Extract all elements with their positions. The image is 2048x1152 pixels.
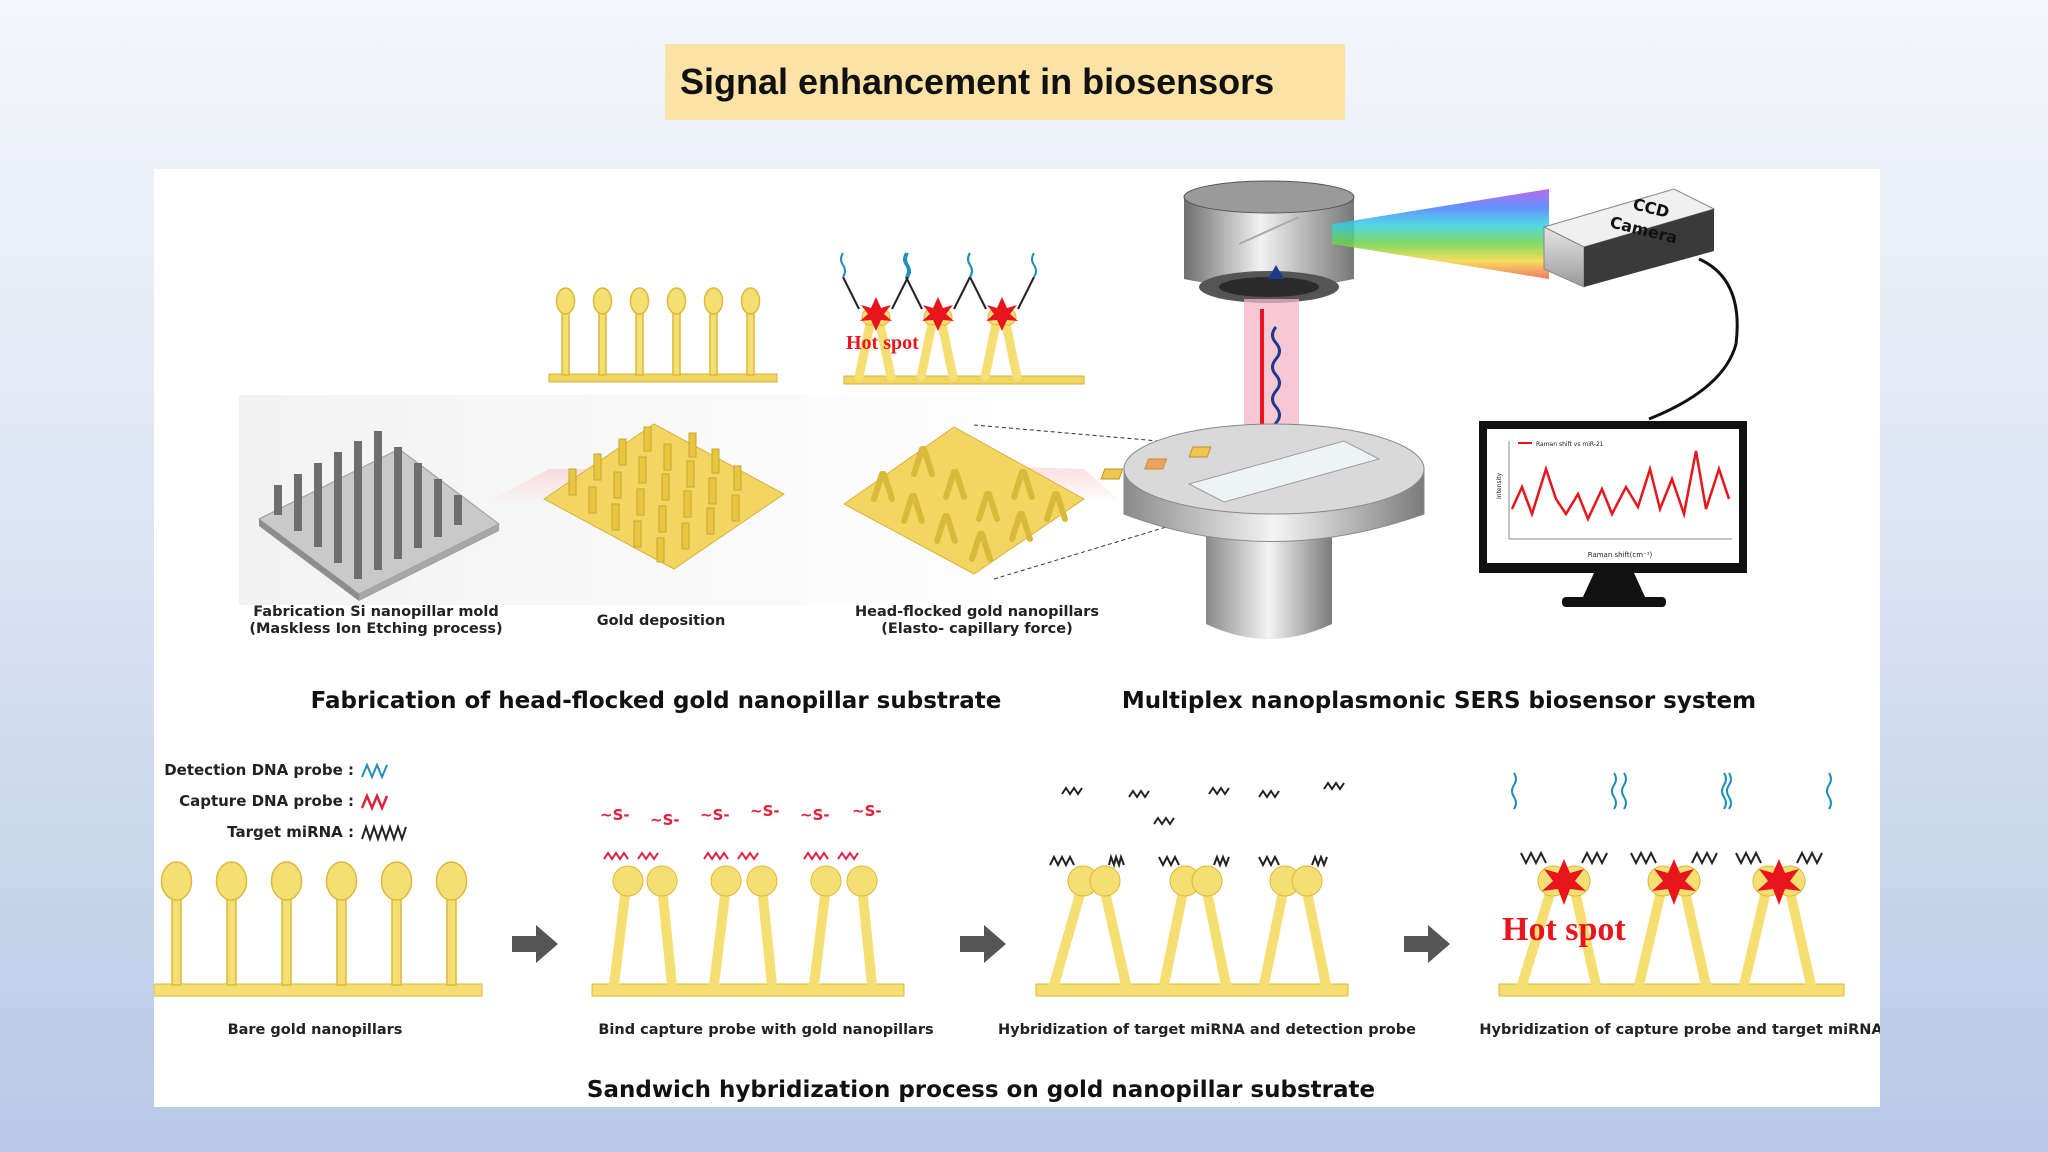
slide-title: Signal enhancement in biosensors [680,61,1275,102]
sandwich-hybridization: Hot spot [1498,772,1845,997]
head-flocked-side-view: Hot spot [840,252,1085,385]
target-mirna-icon [361,823,407,843]
bottom-step-1-label: Bare gold nanopillars [228,1022,403,1038]
monitor-legend: Raman shift vs miR-21 [1536,441,1604,448]
microscope-stage [1100,423,1425,639]
step-gold-label: Gold deposition [597,613,726,629]
thiol-label-3: ~S- [700,806,730,824]
probe-legend: Detection DNA probe : Capture DNA probe … [164,761,407,843]
capture-probe-icon [360,792,389,812]
figure-svg: Hot spot Fabrication Si nanopillar mold … [154,180,1880,1103]
heading-sandwich: Sandwich hybridization process on gold n… [587,1077,1375,1103]
arrow-step-3 [1404,925,1450,963]
step-flocked-sublabel: (Elasto- capillary force) [881,621,1072,637]
head-flocked-substrate [843,424,1275,580]
legend-target-label: Target miRNA : [227,823,354,841]
gold-pillars-side-view [548,287,778,383]
detection-probe-icon [361,762,388,780]
arrow-step-1 [512,925,558,963]
legend-capture-label: Capture DNA probe : [179,792,354,810]
legend-detection-label: Detection DNA probe : [164,761,354,779]
hot-spot-label-small: Hot spot [846,332,919,354]
capture-probe-binding: ~S- ~S- ~S- ~S- ~S- ~S- [591,802,905,997]
si-nanopillar-mold [258,431,500,601]
scatter-arrowhead [1268,265,1284,279]
hot-spot-label-large: Hot spot [1502,911,1626,948]
target-detection-hybridization [1035,781,1349,997]
microscope-objective [1183,180,1355,303]
monitor: Raman shift vs miR-21 Intensity Raman sh… [1479,421,1747,607]
slide-title-box: Signal enhancement in biosensors [665,44,1345,120]
monitor-xlabel: Raman shift(cm⁻¹) [1588,551,1653,559]
gold-deposition-substrate [484,423,785,570]
ccd-camera: CCD Camera [1542,188,1716,288]
bottom-step-4-label: Hybridization of capture probe and targe… [1479,1022,1880,1038]
bottom-step-2-label: Bind capture probe with gold nanopillars [598,1022,933,1038]
heading-sers-system: Multiplex nanoplasmonic SERS biosensor s… [1122,688,1756,714]
bottom-step-3-label: Hybridization of target miRNA and detect… [998,1022,1416,1038]
bare-gold-nanopillars [154,861,483,997]
thiol-label-1: ~S- [600,806,630,824]
step-mold-label: Fabrication Si nanopillar mold [253,604,499,620]
step-flocked-label: Head-flocked gold nanopillars [855,604,1099,620]
monitor-ylabel: Intensity [1496,472,1503,499]
arrow-step-2 [960,925,1006,963]
camera-cable [1648,257,1739,421]
raman-scatter-wave [1271,326,1281,440]
thiol-label-5: ~S- [800,806,830,824]
heading-fabrication: Fabrication of head-flocked gold nanopil… [311,688,1002,714]
figure-panel: Hot spot Fabrication Si nanopillar mold … [154,169,1880,1107]
step-mold-sublabel: (Maskless Ion Etching process) [249,621,502,637]
thiol-label-2: ~S- [650,811,680,829]
spectrum-beam [1332,189,1549,279]
thiol-label-6: ~S- [852,802,882,820]
thiol-label-4: ~S- [750,802,780,820]
